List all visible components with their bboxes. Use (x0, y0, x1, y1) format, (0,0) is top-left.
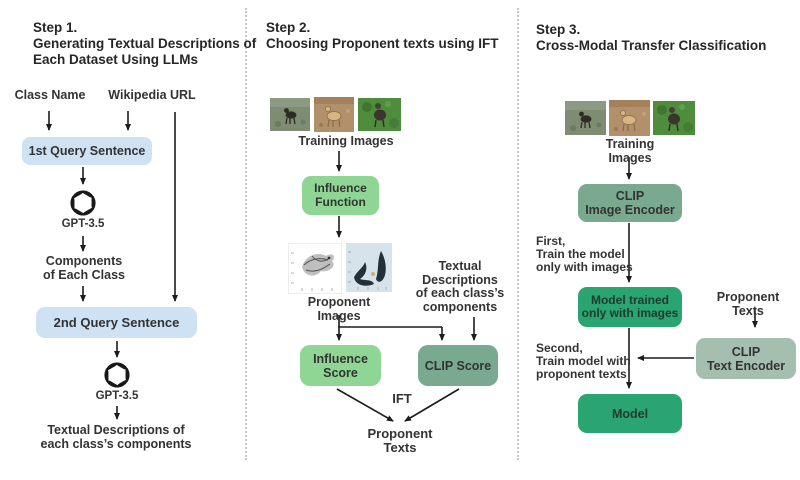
training-images-strip (270, 97, 401, 132)
column-separator (245, 8, 247, 460)
text-line: Generating Textual Descriptions of (33, 36, 257, 51)
column-separator (517, 8, 519, 460)
clip-text-encoder-box: CLIP Text Encoder (696, 338, 796, 379)
ift-label: IFT (392, 391, 412, 406)
text-line: Step 2. (266, 20, 311, 35)
box-label: 2nd Query Sentence (53, 314, 180, 330)
training-image-thumb (270, 98, 310, 131)
training-image-thumb (314, 97, 354, 132)
text-line: Cross-Modal Transfer Classification (536, 38, 767, 53)
text-line: Influence (313, 351, 368, 366)
text-line: Choosing Proponent texts using IFT (266, 36, 499, 51)
text-line: Image Encoder (585, 203, 675, 217)
training-image-thumb (609, 100, 650, 136)
openai-logo-icon (104, 362, 130, 388)
second-query-sentence-box: 2nd Query Sentence (36, 307, 197, 338)
training-image-thumb (653, 101, 695, 135)
text-line: Model trained (590, 292, 669, 307)
proponent-image-thumb (346, 243, 392, 292)
influence-score-box: Influence Score (300, 345, 381, 386)
model-trained-images-box: Model trained only with images (578, 287, 682, 327)
training-images-strip (565, 100, 695, 136)
text-line: proponent texts (536, 367, 627, 381)
step1-title: Step 1. Generating Textual Descriptions … (33, 20, 256, 68)
text-line: Descriptions (422, 272, 498, 287)
class-name-label: Class Name (14, 88, 86, 102)
text-line: Train model with (536, 354, 631, 368)
influence-function-box: Influence Function (302, 176, 379, 215)
box-label: Model (611, 406, 649, 421)
text-line: CLIP (615, 189, 645, 203)
text-line: Step 1. (33, 20, 78, 35)
model-box: Model (578, 394, 682, 433)
text-line: Function (315, 194, 366, 209)
components-label: Components of Each Class (40, 254, 128, 282)
text-line: of each class’s (415, 286, 505, 300)
text-line: each class’s components (40, 436, 192, 451)
text-line: Influence (314, 181, 367, 195)
text-line: Textual (438, 259, 482, 273)
openai-logo-icon (70, 190, 96, 216)
box-label: CLIP Score (424, 358, 492, 373)
wikipedia-url-label: Wikipedia URL (108, 88, 196, 102)
first-note: First, Train the model only with images (536, 235, 633, 274)
first-query-sentence-box: 1st Query Sentence (22, 137, 152, 165)
text-line: only with images (581, 306, 679, 320)
text-line: of Each Class (43, 267, 125, 282)
textual-descriptions-label: Textual Descriptions of each class’s com… (412, 259, 508, 314)
text-line: components (422, 299, 498, 314)
clip-image-encoder-box: CLIP Image Encoder (578, 184, 682, 222)
box-label: 1st Query Sentence (28, 144, 146, 158)
training-image-thumb (358, 98, 401, 131)
text-line: Textual Descriptions of (47, 423, 185, 437)
training-images-label: Training Images (605, 137, 655, 165)
proponent-image-thumb (288, 243, 342, 294)
text-line: Each Dataset Using LLMs (33, 52, 199, 67)
proponent-images-strip (288, 243, 392, 294)
text-line: Images (317, 308, 361, 323)
text-line: First, (536, 234, 566, 248)
text-line: CLIP (731, 344, 761, 359)
proponent-images-label: Proponent Images (305, 295, 373, 323)
text-line: Score (323, 365, 358, 380)
text-line: Train the model (536, 247, 625, 261)
proponent-texts-label: Proponent Texts (716, 290, 780, 318)
second-note: Second, Train model with proponent texts (536, 342, 631, 381)
training-images-label: Training Images (298, 134, 394, 148)
step2-title: Step 2. Choosing Proponent texts using I… (266, 20, 499, 52)
text-line: Components (45, 254, 123, 268)
text-line: only with images (536, 260, 633, 274)
text-line: Step 3. (536, 22, 581, 37)
text-line: Text Encoder (706, 358, 786, 373)
training-image-thumb (565, 101, 606, 135)
text-line: Second, (536, 341, 583, 355)
text-line: Proponent (307, 295, 371, 309)
gpt-label: GPT-3.5 (61, 218, 105, 230)
clip-score-box: CLIP Score (418, 345, 498, 386)
gpt-label: GPT-3.5 (95, 390, 139, 402)
proponent-texts-label: Proponent Texts (367, 426, 433, 455)
textual-descriptions-output-label: Textual Descriptions of each class’s com… (34, 423, 198, 451)
step3-title: Step 3. Cross-Modal Transfer Classificat… (536, 22, 766, 54)
